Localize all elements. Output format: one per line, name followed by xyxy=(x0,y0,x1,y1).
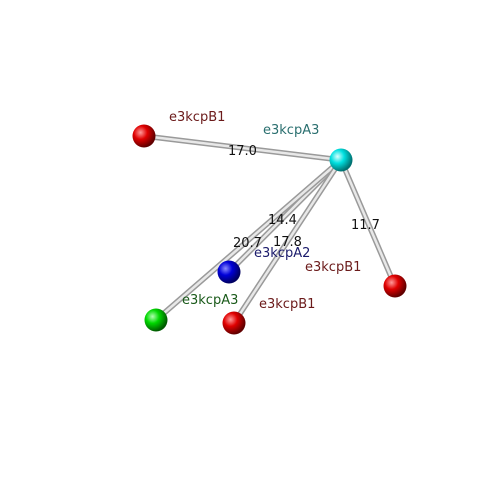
bond-a3_center-b1_top xyxy=(141,133,344,163)
atom-label: e3kcpA3 xyxy=(182,293,238,308)
atom-a3_center[interactable] xyxy=(329,148,353,172)
atom-b1_right[interactable] xyxy=(383,274,407,298)
atom-label: e3kcpB1 xyxy=(169,110,225,125)
distance-label: 17.8 xyxy=(273,235,302,250)
distance-label: 14.4 xyxy=(268,213,297,228)
atom-label: e3kcpA2 xyxy=(254,246,310,261)
distance-label: 17.0 xyxy=(228,144,257,159)
bond-a3_center-b1_bottom xyxy=(231,157,344,326)
atom-label: e3kcpA3 xyxy=(263,123,319,138)
atom-a3_green[interactable] xyxy=(144,308,168,332)
distance-label: 11.7 xyxy=(351,218,380,233)
distance-label: 20.7 xyxy=(233,236,262,251)
atom-b1_bottom[interactable] xyxy=(222,311,246,335)
bond-a3_center-a3_green xyxy=(153,157,344,323)
atom-label: e3kcpB1 xyxy=(259,297,315,312)
atom-b1_top[interactable] xyxy=(132,124,156,148)
atom-a2[interactable] xyxy=(217,260,241,284)
bond-a3_center-b1_right xyxy=(338,157,398,289)
atom-label: e3kcpB1 xyxy=(305,260,361,275)
